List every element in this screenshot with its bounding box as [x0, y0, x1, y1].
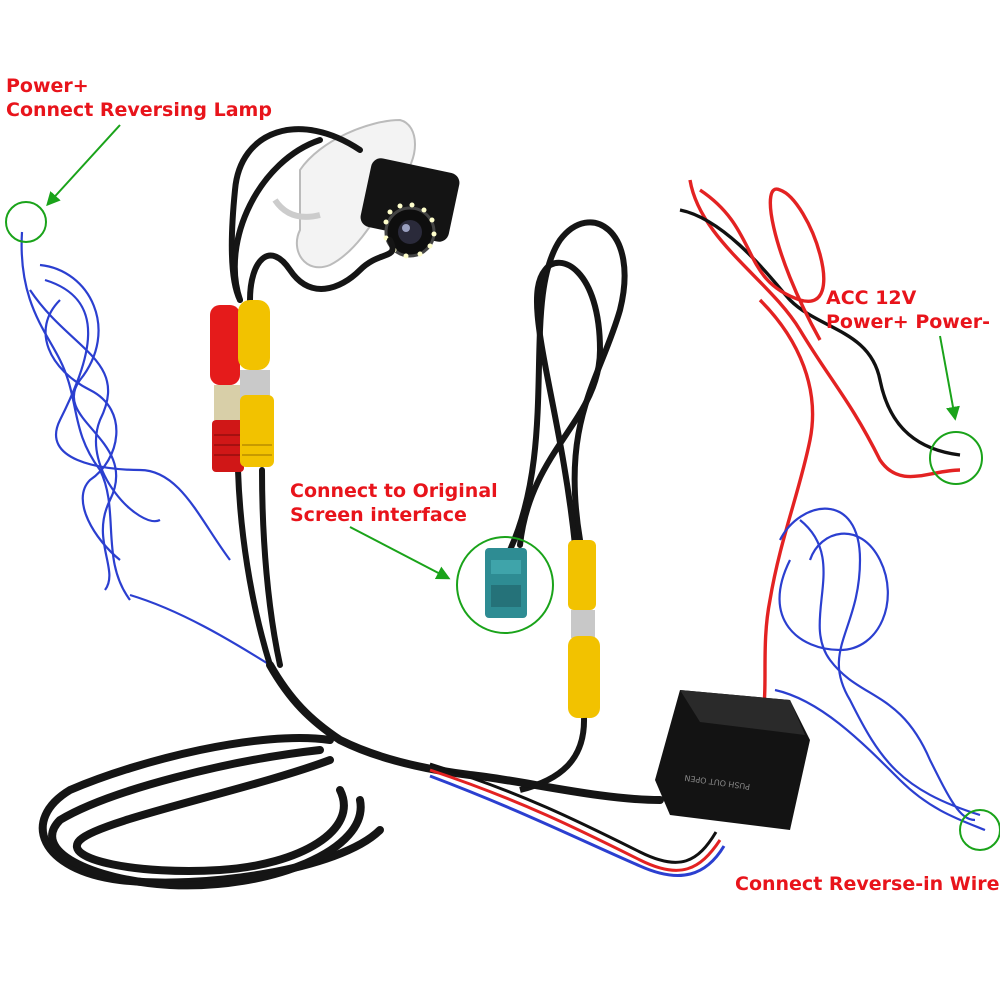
power-reversing-lamp-label: Power+ Connect Reversing Lamp	[6, 74, 272, 122]
video-cable	[507, 219, 628, 553]
thin-harness	[429, 762, 726, 878]
backup-camera-icon	[272, 118, 460, 269]
blue-wire-left	[20, 231, 271, 666]
main-harness	[38, 661, 664, 890]
reversing-lamp-text: Connect Reversing Lamp	[6, 99, 272, 121]
acc-line2: Power+ Power-	[826, 311, 990, 333]
blue-wire-right	[774, 507, 986, 832]
power-plus-text: Power+	[6, 75, 89, 97]
acc-arrow	[939, 335, 960, 421]
acc-power-label: ACC 12V Power+ Power-	[826, 286, 990, 334]
reverse-line1: Connect Reverse-in Wire	[735, 873, 1000, 895]
reverse-highlight-circle	[959, 809, 1000, 851]
screen-line2: Screen interface	[290, 504, 467, 526]
acc-highlight-circle	[929, 431, 983, 485]
screen-line1: Connect to Original	[290, 480, 498, 502]
control-box-icon: PUSH OUT OPEN	[655, 690, 810, 830]
camera-cable	[228, 126, 396, 668]
reverse-in-label: Connect Reverse-in Wire	[735, 872, 1000, 896]
screen-highlight-circle	[456, 536, 554, 634]
rca-connector-screen	[568, 540, 600, 718]
highlight-markers	[5, 201, 1000, 851]
fakra-connector-icon	[485, 548, 527, 618]
rca-connector-icon	[210, 305, 244, 472]
screen-arrow	[349, 526, 451, 580]
pointer-arrows	[46, 124, 960, 580]
acc-line1: ACC 12V	[826, 287, 917, 309]
lamp-arrow	[46, 124, 121, 207]
power-wires	[679, 179, 961, 721]
video-cable-lead	[519, 717, 588, 793]
lamp-highlight-circle	[5, 201, 47, 243]
rca-connector-yellow	[238, 300, 274, 467]
screen-interface-label: Connect to Original Screen interface	[290, 479, 498, 527]
